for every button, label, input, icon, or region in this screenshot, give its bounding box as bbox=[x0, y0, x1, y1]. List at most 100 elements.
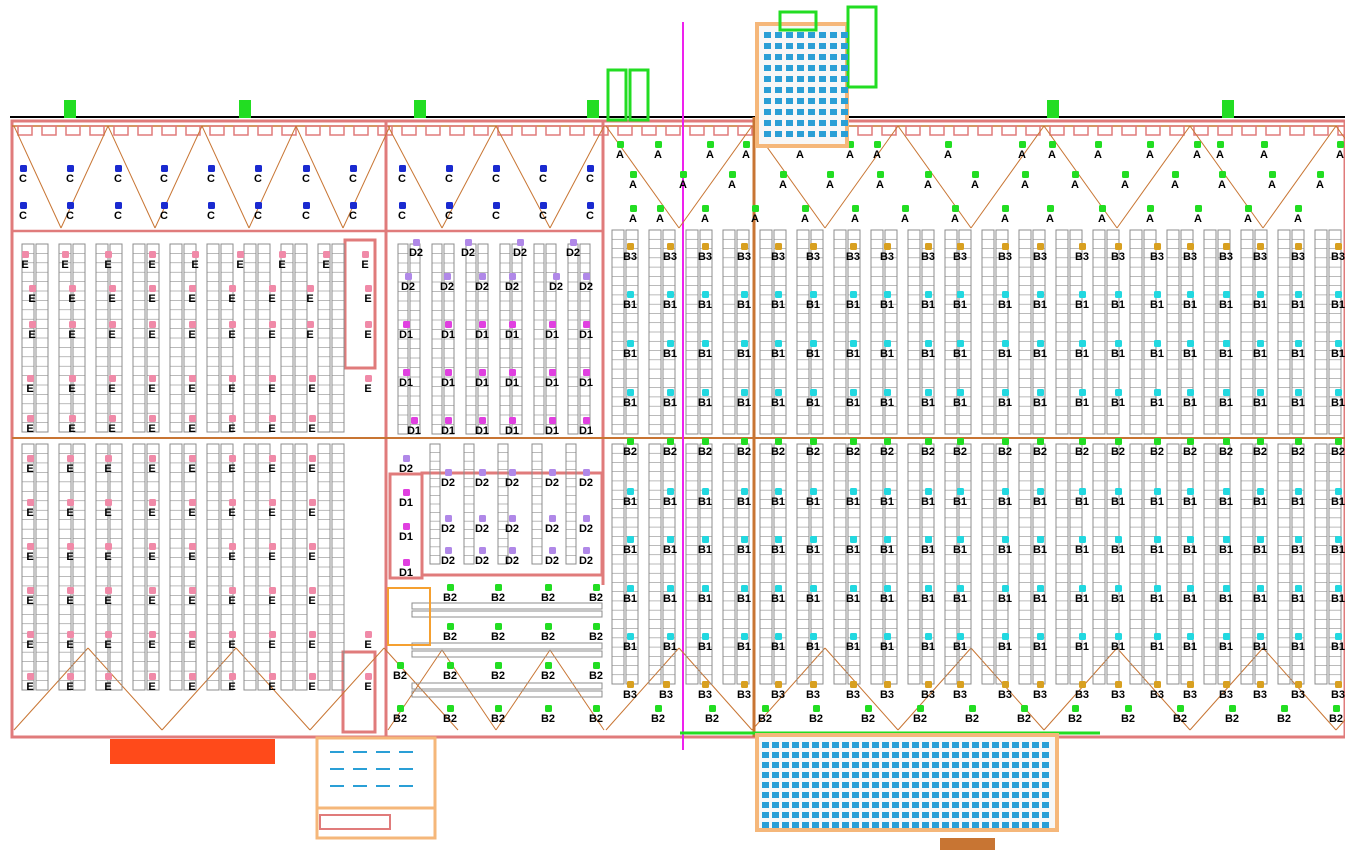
zone-label-b1: B1 bbox=[623, 593, 637, 605]
zone-label-a: A bbox=[779, 179, 787, 191]
zone-label-b1: B1 bbox=[737, 397, 751, 409]
zone-label-e: E bbox=[268, 293, 275, 305]
office-desk bbox=[992, 742, 999, 748]
office-desk bbox=[764, 98, 771, 104]
dock-panel bbox=[377, 125, 393, 136]
office-desk bbox=[952, 822, 959, 828]
zone-label-b1: B1 bbox=[1033, 348, 1047, 360]
zone-label-b2: B2 bbox=[1253, 446, 1267, 458]
office-desk bbox=[1012, 792, 1019, 798]
zone-label-e: E bbox=[21, 259, 28, 271]
zone-label-e: E bbox=[68, 293, 75, 305]
zone-marker-b3 bbox=[925, 243, 932, 250]
dock-panel bbox=[1265, 125, 1281, 136]
zone-marker-b2 bbox=[1295, 438, 1302, 445]
zone-marker-b1 bbox=[1002, 291, 1009, 298]
office-desk bbox=[952, 812, 959, 818]
zone-marker-d2 bbox=[509, 273, 516, 280]
zone-label-d2: D2 bbox=[545, 523, 559, 535]
zone-label-b1: B1 bbox=[1150, 348, 1164, 360]
office-desk bbox=[797, 43, 804, 49]
zone-label-b1: B1 bbox=[1331, 397, 1345, 409]
truss-line bbox=[970, 647, 1045, 731]
office-desk bbox=[830, 76, 837, 82]
office-desk bbox=[982, 752, 989, 758]
zone-marker-e bbox=[149, 251, 156, 258]
office-desk bbox=[892, 822, 899, 828]
zone-marker-b1 bbox=[1295, 291, 1302, 298]
zone-marker-b1 bbox=[810, 585, 817, 592]
zone-label-b3: B3 bbox=[880, 251, 894, 263]
office-desk bbox=[902, 792, 909, 798]
zone-label-b1: B1 bbox=[1075, 641, 1089, 653]
office-desk bbox=[797, 32, 804, 38]
zone-label-b3: B3 bbox=[623, 251, 637, 263]
dock-panel bbox=[857, 125, 873, 136]
zone-marker-a bbox=[945, 141, 952, 148]
office-desk bbox=[892, 792, 899, 798]
zone-marker-b3 bbox=[884, 681, 891, 688]
zone-marker-b1 bbox=[1037, 585, 1044, 592]
office-desk bbox=[842, 822, 849, 828]
truss-line bbox=[549, 649, 605, 731]
zone-marker-b1 bbox=[627, 585, 634, 592]
zone-label-d1: D1 bbox=[441, 425, 455, 437]
south-utility-sign bbox=[319, 814, 391, 830]
zone-marker-b3 bbox=[1335, 681, 1342, 688]
zone-label-b2: B2 bbox=[393, 670, 407, 682]
zone-label-e: E bbox=[66, 463, 73, 475]
zone-marker-b2 bbox=[593, 584, 600, 591]
zone-label-d1: D1 bbox=[399, 531, 413, 543]
zone-label-d2: D2 bbox=[441, 477, 455, 489]
zone-marker-a bbox=[1002, 205, 1009, 212]
zone-label-e: E bbox=[108, 329, 115, 341]
zone-label-b2: B2 bbox=[491, 713, 505, 725]
office-desk bbox=[841, 32, 848, 38]
zone-label-b1: B1 bbox=[1291, 348, 1305, 360]
zone-marker-e bbox=[149, 673, 156, 680]
dock-panel bbox=[521, 125, 537, 136]
zone-marker-d1 bbox=[403, 559, 410, 566]
zone-marker-d2 bbox=[509, 469, 516, 476]
zone-label-d1: D1 bbox=[441, 329, 455, 341]
zone-marker-b1 bbox=[775, 488, 782, 495]
zone-marker-e bbox=[229, 455, 236, 462]
zone-label-b1: B1 bbox=[1033, 299, 1047, 311]
zone-marker-a bbox=[1019, 141, 1026, 148]
zone-marker-e bbox=[67, 631, 74, 638]
zone-marker-e bbox=[69, 321, 76, 328]
truss-line bbox=[751, 647, 826, 731]
office-desk bbox=[819, 98, 826, 104]
office-desk bbox=[808, 87, 815, 93]
zone-marker-e bbox=[149, 415, 156, 422]
zone-label-b1: B1 bbox=[663, 593, 677, 605]
zone-marker-b1 bbox=[1115, 536, 1122, 543]
office-desk bbox=[808, 131, 815, 137]
zone-marker-a bbox=[752, 205, 759, 212]
zone-marker-b3 bbox=[957, 243, 964, 250]
office-desk bbox=[1022, 742, 1029, 748]
zone-marker-b1 bbox=[1187, 389, 1194, 396]
truss-line bbox=[13, 647, 89, 731]
zone-label-b1: B1 bbox=[1291, 593, 1305, 605]
office-desk bbox=[786, 76, 793, 82]
office-desk bbox=[972, 812, 979, 818]
zone-label-b1: B1 bbox=[921, 641, 935, 653]
zone-marker-b3 bbox=[1295, 681, 1302, 688]
office-desk bbox=[792, 752, 799, 758]
zone-marker-b2 bbox=[1229, 705, 1236, 712]
office-desk bbox=[1042, 812, 1049, 818]
zone-label-b1: B1 bbox=[663, 496, 677, 508]
office-desk bbox=[762, 822, 769, 828]
office-desk bbox=[922, 772, 929, 778]
office-desk bbox=[772, 792, 779, 798]
zone-marker-e bbox=[365, 285, 372, 292]
office-desk bbox=[762, 742, 769, 748]
zone-marker-b1 bbox=[741, 488, 748, 495]
zone-label-d1: D1 bbox=[579, 425, 593, 437]
zone-label-d1: D1 bbox=[545, 425, 559, 437]
zone-marker-e bbox=[189, 673, 196, 680]
zone-label-b2: B2 bbox=[846, 446, 860, 458]
zone-label-d1: D1 bbox=[475, 377, 489, 389]
zone-marker-a bbox=[1172, 171, 1179, 178]
